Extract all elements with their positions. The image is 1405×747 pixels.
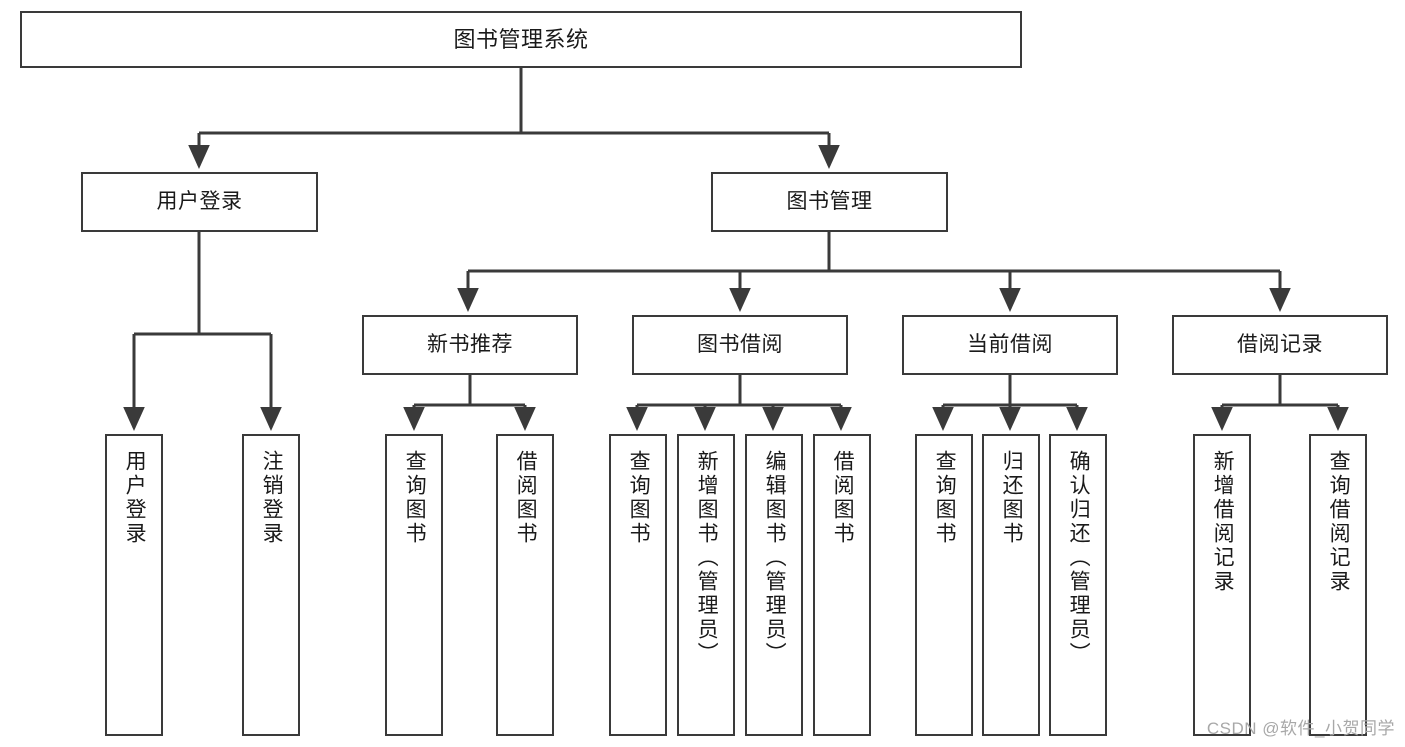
watermark-text: CSDN @软件_小贺同学 bbox=[1206, 719, 1395, 738]
leaf-query-borrow-record[interactable]: 查询借阅记录 bbox=[1309, 434, 1367, 736]
node-label: 图书借阅 bbox=[697, 332, 783, 356]
node-label: 新增图书（管理员） bbox=[695, 450, 719, 666]
node-label: 借阅记录 bbox=[1237, 332, 1323, 356]
node-label: 用户登录 bbox=[156, 189, 243, 213]
leaf-confirm-return-admin[interactable]: 确认归还（管理员） bbox=[1049, 434, 1107, 736]
node-label: 查询图书 bbox=[403, 450, 427, 546]
node-book-borrow[interactable]: 图书借阅 bbox=[632, 315, 848, 375]
node-label: 图书管理系统 bbox=[453, 26, 589, 52]
node-borrow-record[interactable]: 借阅记录 bbox=[1172, 315, 1388, 375]
node-label: 新增借阅记录 bbox=[1211, 450, 1235, 594]
leaf-return-book[interactable]: 归还图书 bbox=[982, 434, 1040, 736]
node-label: 当前借阅 bbox=[967, 332, 1053, 356]
leaf-add-borrow-record[interactable]: 新增借阅记录 bbox=[1193, 434, 1251, 736]
leaf-logout[interactable]: 注销登录 bbox=[242, 434, 300, 736]
leaf-query-book-borrow[interactable]: 查询图书 bbox=[609, 434, 667, 736]
node-label: 用户登录 bbox=[123, 450, 147, 546]
node-book-management[interactable]: 图书管理 bbox=[711, 172, 948, 232]
node-label: 确认归还（管理员） bbox=[1067, 450, 1091, 666]
node-label: 借阅图书 bbox=[831, 450, 855, 546]
leaf-user-login[interactable]: 用户登录 bbox=[105, 434, 163, 736]
node-current-borrow[interactable]: 当前借阅 bbox=[902, 315, 1118, 375]
node-label: 注销登录 bbox=[260, 450, 284, 546]
node-user-login[interactable]: 用户登录 bbox=[81, 172, 318, 232]
node-label: 借阅图书 bbox=[514, 450, 538, 546]
node-label: 新书推荐 bbox=[427, 332, 513, 356]
node-label: 归还图书 bbox=[1000, 450, 1024, 546]
leaf-borrow-book-newbook[interactable]: 借阅图书 bbox=[496, 434, 554, 736]
node-new-book-recommend[interactable]: 新书推荐 bbox=[362, 315, 578, 375]
leaf-query-book-current[interactable]: 查询图书 bbox=[915, 434, 973, 736]
leaf-query-book-newbook[interactable]: 查询图书 bbox=[385, 434, 443, 736]
node-label: 编辑图书（管理员） bbox=[763, 450, 787, 666]
node-root-book-management-system[interactable]: 图书管理系统 bbox=[20, 11, 1022, 68]
node-label: 图书管理 bbox=[786, 189, 873, 213]
leaf-borrow-book[interactable]: 借阅图书 bbox=[813, 434, 871, 736]
node-label: 查询图书 bbox=[627, 450, 651, 546]
node-label: 查询图书 bbox=[933, 450, 957, 546]
leaf-edit-book-admin[interactable]: 编辑图书（管理员） bbox=[745, 434, 803, 736]
leaf-add-book-admin[interactable]: 新增图书（管理员） bbox=[677, 434, 735, 736]
node-label: 查询借阅记录 bbox=[1327, 450, 1351, 594]
